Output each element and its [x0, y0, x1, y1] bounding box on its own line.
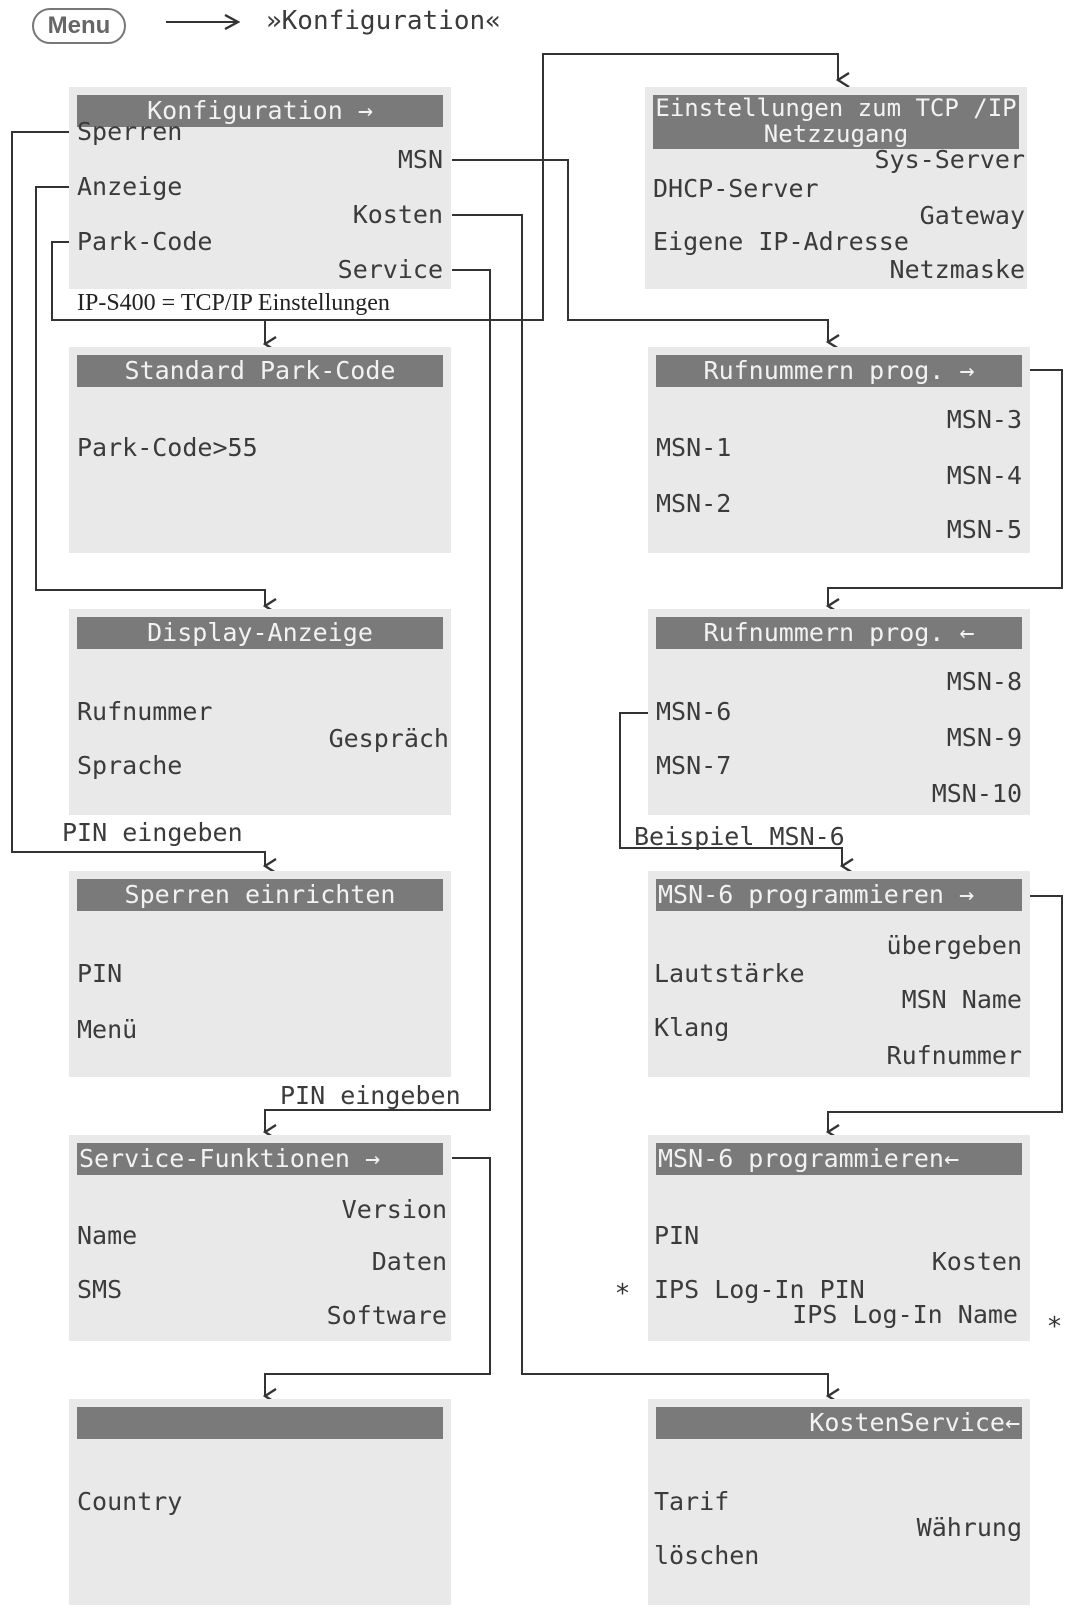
panel-header	[77, 1407, 443, 1439]
menu-item-name[interactable]: Name	[77, 1221, 138, 1250]
panel-sperren-einrichten: Sperren einrichten PIN Menü	[69, 871, 451, 1077]
menu-label[interactable]: Menu	[32, 8, 126, 44]
panel-rufnummern-2: Rufnummern prog. ← MSN-8 MSN-6 MSN-9 MSN…	[648, 609, 1030, 815]
menu-item-gateway[interactable]: Gateway	[919, 201, 1025, 230]
panel-service-funktionen: Service-Funktionen → Version Name Daten …	[69, 1135, 451, 1341]
menu-item-kosten[interactable]: Kosten	[352, 200, 443, 229]
menu-item-msn-10[interactable]: MSN-10	[931, 779, 1022, 808]
menu-item-rufnummer[interactable]: Rufnummer	[77, 697, 213, 726]
page-title: »Konfiguration«	[266, 6, 501, 36]
menu-item-software[interactable]: Software	[326, 1301, 447, 1330]
menu-item-msn-2[interactable]: MSN-2	[656, 489, 732, 518]
menu-item-uebergeben[interactable]: übergeben	[886, 931, 1022, 960]
menu-item-gespraech[interactable]: Gespräch	[328, 724, 449, 753]
panel-rufnummern-1: Rufnummern prog. → MSN-3 MSN-1 MSN-4 MSN…	[648, 347, 1030, 553]
menu-item-msn6-pin[interactable]: PIN	[654, 1221, 700, 1250]
asterisk-mark-right: *	[1048, 1312, 1061, 1342]
menu-item-sys-server[interactable]: Sys-Server	[874, 145, 1025, 174]
pin-eingeben-label-2: PIN eingeben	[280, 1081, 461, 1110]
panel-header: MSN-6 programmieren←	[656, 1143, 1022, 1175]
menu-item-pin[interactable]: PIN	[77, 959, 123, 988]
panel-tcpip: Einstellungen zum TCP /IP Netzzugang Sys…	[645, 87, 1027, 289]
panel-konfiguration: Konfiguration → Sperren MSN Anzeige Kost…	[69, 87, 451, 289]
panel-msn6-programmieren-1: MSN-6 programmieren → übergeben Lautstär…	[648, 871, 1030, 1077]
panel-header: Standard Park-Code	[77, 355, 443, 387]
menu-item-menue[interactable]: Menü	[77, 1015, 138, 1044]
menu-item-eigene-ip-adresse[interactable]: Eigene IP-Adresse	[653, 227, 909, 256]
menu-item-msn[interactable]: MSN	[397, 145, 443, 174]
panel-header: Rufnummern prog. →	[656, 355, 1022, 387]
panel-header: Display-Anzeige	[77, 617, 443, 649]
menu-item-version[interactable]: Version	[341, 1195, 447, 1224]
menu-item-lautstaerke[interactable]: Lautstärke	[654, 959, 805, 988]
menu-item-msn-name[interactable]: MSN Name	[901, 985, 1022, 1014]
panel-header: Service-Funktionen →	[77, 1143, 443, 1175]
menu-item-tarif[interactable]: Tarif	[654, 1487, 730, 1516]
menu-item-msn-3[interactable]: MSN-3	[946, 405, 1022, 434]
menu-item-msn-6[interactable]: MSN-6	[656, 697, 732, 726]
menu-item-ips-login-name[interactable]: IPS Log-In Name	[792, 1300, 1018, 1329]
menu-item-sperren[interactable]: Sperren	[77, 117, 183, 146]
menu-item-loeschen[interactable]: löschen	[654, 1541, 760, 1570]
panel-park-code: Standard Park-Code Park-Code>55	[69, 347, 451, 553]
menu-item-anzeige[interactable]: Anzeige	[77, 172, 183, 201]
menu-item-dhcp-server[interactable]: DHCP-Server	[653, 174, 819, 203]
menu-item-waehrung[interactable]: Währung	[916, 1513, 1022, 1542]
menu-item-msn-5[interactable]: MSN-5	[946, 515, 1022, 544]
panel-header: MSN-6 programmieren →	[656, 879, 1022, 911]
panel-country: Country	[69, 1399, 451, 1605]
ip-note: IP-S400 = TCP/IP Einstellungen	[77, 290, 390, 316]
panel-header: Sperren einrichten	[77, 879, 443, 911]
asterisk-mark-left: *	[616, 1279, 629, 1309]
panel-msn6-programmieren-2: MSN-6 programmieren← PIN Kosten IPS Log-…	[648, 1135, 1030, 1341]
panel-header: Konfiguration →	[77, 95, 443, 127]
menu-item-netzmaske[interactable]: Netzmaske	[889, 255, 1025, 284]
menu-item-park-code-value[interactable]: Park-Code>55	[77, 433, 258, 462]
menu-item-msn-1[interactable]: MSN-1	[656, 433, 732, 462]
menu-item-msn6-kosten[interactable]: Kosten	[931, 1247, 1022, 1276]
menu-item-country[interactable]: Country	[77, 1487, 183, 1516]
menu-item-park-code[interactable]: Park-Code	[77, 227, 213, 256]
menu-item-msn-9[interactable]: MSN-9	[946, 723, 1022, 752]
menu-item-sprache[interactable]: Sprache	[77, 751, 183, 780]
menu-item-service[interactable]: Service	[337, 255, 443, 284]
panel-kosten-service: KostenService← Tarif Währung löschen	[648, 1399, 1030, 1605]
pin-eingeben-label-1: PIN eingeben	[62, 818, 243, 847]
panel-header: Rufnummern prog. ←	[656, 617, 1022, 649]
menu-item-msn-4[interactable]: MSN-4	[946, 461, 1022, 490]
menu-item-klang[interactable]: Klang	[654, 1013, 730, 1042]
panel-header: KostenService←	[656, 1407, 1022, 1439]
menu-item-sms[interactable]: SMS	[77, 1275, 123, 1304]
panel-header: Einstellungen zum TCP /IP Netzzugang	[653, 95, 1019, 149]
menu-item-ips-login-pin[interactable]: IPS Log-In PIN	[654, 1275, 865, 1304]
menu-item-msn6-rufnummer[interactable]: Rufnummer	[886, 1041, 1022, 1070]
beispiel-label: Beispiel MSN-6	[634, 822, 845, 851]
panel-display-anzeige: Display-Anzeige Rufnummer Gespräch Sprac…	[69, 609, 451, 815]
menu-item-msn-8[interactable]: MSN-8	[946, 667, 1022, 696]
menu-item-daten[interactable]: Daten	[371, 1247, 447, 1276]
menu-item-msn-7[interactable]: MSN-7	[656, 751, 732, 780]
